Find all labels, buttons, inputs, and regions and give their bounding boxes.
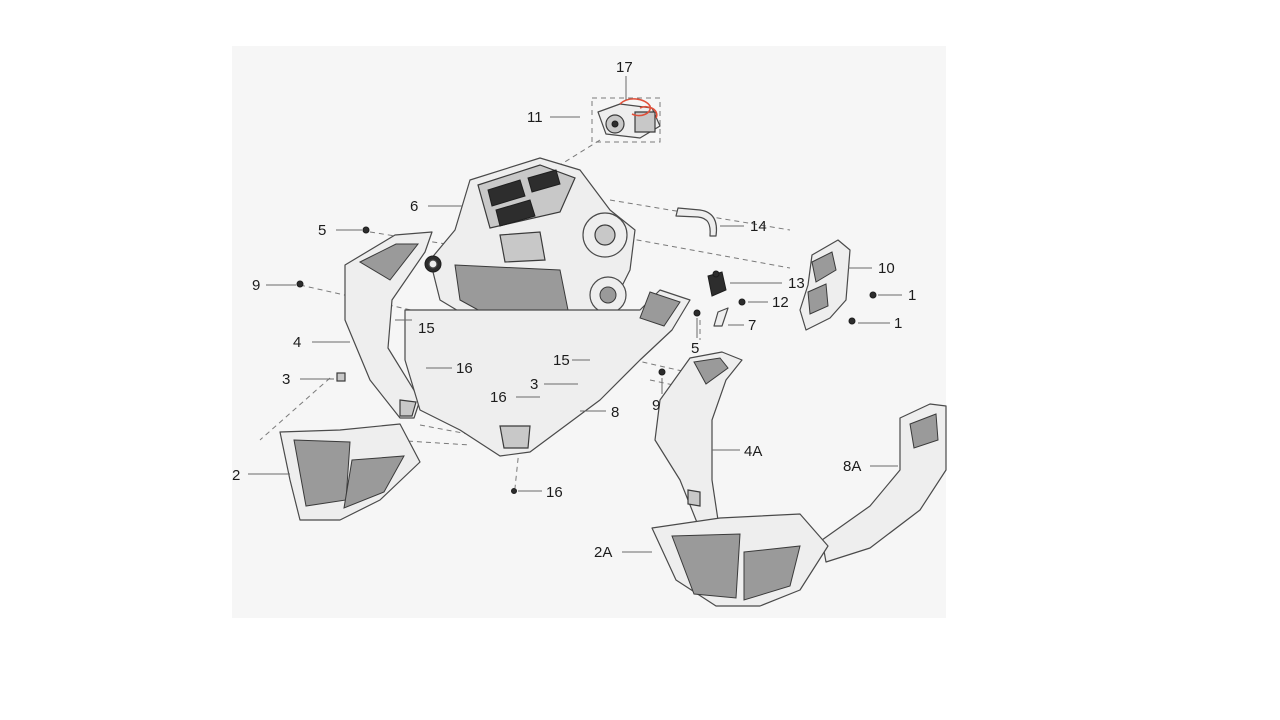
callout-2A: 2A — [594, 544, 612, 561]
hose-part — [675, 207, 718, 237]
callout-3-left: 3 — [282, 371, 290, 388]
callout-11: 11 — [527, 109, 543, 126]
callout-labels: 17 11 6 14 5 10 9 13 1 12 15 7 1 4 5 16 … — [232, 59, 916, 561]
callout-5-upper: 5 — [318, 222, 326, 239]
left-side-panel-part — [344, 231, 433, 419]
callout-16-center: 16 — [490, 389, 507, 406]
engine-part — [424, 157, 636, 341]
belly-guard-part — [404, 289, 691, 457]
callout-4: 4 — [293, 334, 301, 351]
callout-9-right: 9 — [652, 397, 660, 414]
callout-10: 10 — [878, 260, 895, 277]
throttle-body-part — [597, 98, 661, 139]
right-belly-extension-part — [821, 403, 947, 563]
right-grille-part — [651, 513, 829, 607]
side-cover-part — [799, 239, 851, 331]
leader-lines — [248, 76, 902, 553]
callout-17: 17 — [616, 59, 633, 76]
right-side-panel-part — [654, 351, 743, 531]
callout-4A: 4A — [744, 443, 762, 460]
callout-8A: 8A — [843, 458, 861, 475]
callout-12: 12 — [772, 294, 789, 311]
callout-5-lower: 5 — [691, 340, 699, 357]
callout-2: 2 — [232, 467, 240, 484]
callout-16-lower: 16 — [546, 484, 563, 501]
callout-1-lower: 1 — [894, 315, 902, 332]
callout-6: 6 — [410, 198, 418, 215]
callout-9-left: 9 — [252, 277, 260, 294]
callout-14: 14 — [750, 218, 767, 235]
callout-1-upper: 1 — [908, 287, 916, 304]
callout-15-center: 15 — [553, 352, 570, 369]
callout-7: 7 — [748, 317, 756, 334]
callout-13: 13 — [788, 275, 805, 292]
callout-15-left: 15 — [418, 320, 435, 337]
callout-16-left: 16 — [456, 360, 473, 377]
small-hardware-parts — [296, 226, 877, 494]
callout-8: 8 — [611, 404, 619, 421]
left-grille-part — [279, 423, 421, 521]
callout-3-center: 3 — [530, 376, 538, 393]
